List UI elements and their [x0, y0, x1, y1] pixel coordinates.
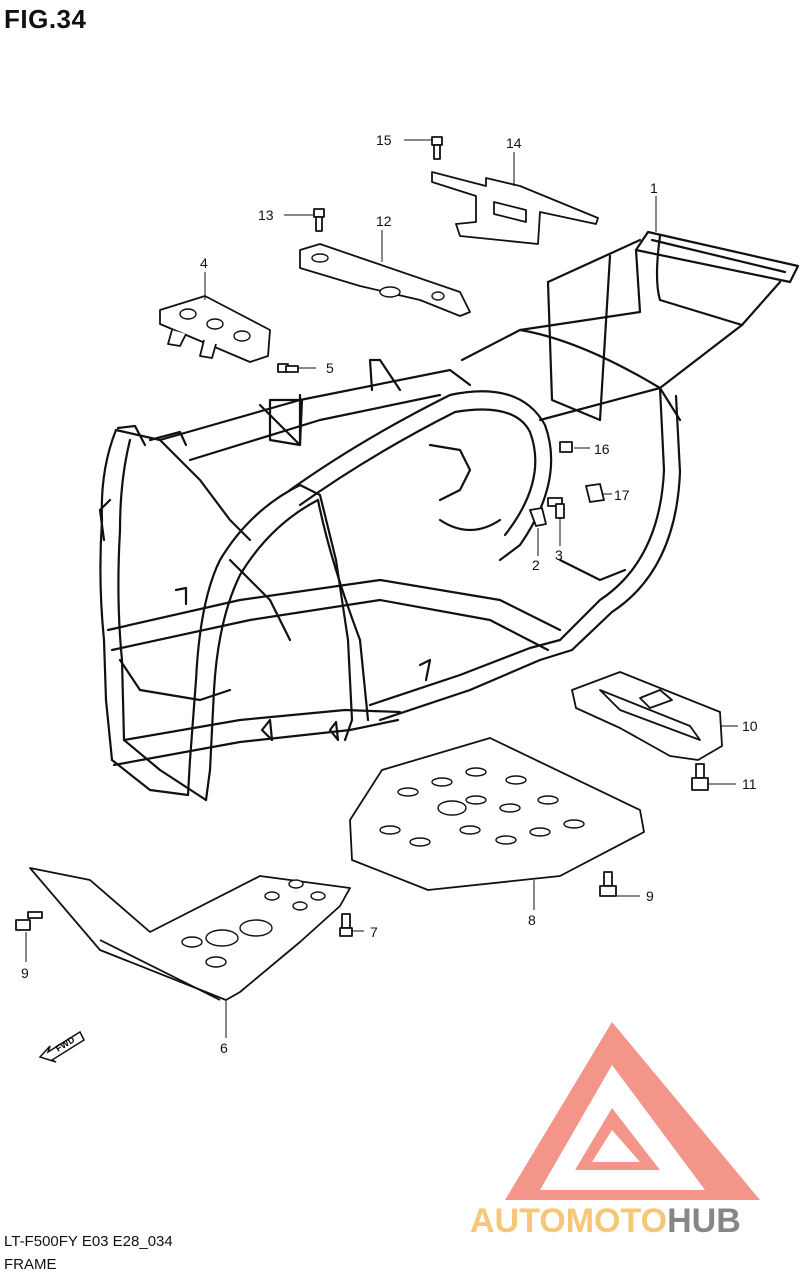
- bracket-part-4: [159, 295, 271, 363]
- callout-11: 11: [742, 776, 757, 792]
- bracket-part-14: [431, 171, 599, 245]
- leader-lines: [25, 139, 738, 1038]
- callout-14: 14: [506, 135, 522, 151]
- callout-17: 17: [614, 487, 630, 503]
- bolt-part-11: [691, 763, 709, 791]
- watermark-logo: AUTOMOTOHUB: [470, 1022, 760, 1240]
- callout-2: 2: [532, 557, 540, 573]
- callout-12: 12: [376, 213, 392, 229]
- main-frame: [98, 230, 800, 802]
- skid-plate-part-6: [29, 867, 351, 1001]
- bolt-part-13: [313, 208, 325, 232]
- callout-8: 8: [528, 912, 536, 928]
- skid-plate-part-8: [349, 737, 645, 891]
- clip-part-17: [585, 483, 605, 503]
- clip-part-2: [529, 507, 547, 527]
- svg-text:AUTOMOTOHUB: AUTOMOTOHUB: [470, 1202, 741, 1240]
- callout-13: 13: [258, 207, 274, 223]
- bracket-part-12: [299, 243, 471, 317]
- bolt-part-7: [339, 913, 353, 937]
- skid-plate-part-10: [571, 671, 723, 761]
- bolt-part-5: [277, 363, 299, 373]
- callout-10: 10: [742, 718, 758, 734]
- forward-direction-arrow: FWD: [38, 1030, 85, 1063]
- callout-5: 5: [326, 360, 334, 376]
- clip-part-16: [559, 441, 573, 453]
- diagram-code: LT-F500FY E03 E28_034: [4, 1233, 173, 1250]
- watermark-auto: AUTO: [470, 1202, 566, 1240]
- bolt-part-3: [547, 497, 565, 519]
- callout-labels: 1 2 3 4 5 6 7 8 9 9 10 11 12 13 14 15 16…: [21, 132, 758, 1056]
- callout-1: 1: [650, 180, 658, 196]
- diagram-name: FRAME: [4, 1256, 57, 1273]
- bolt-part-9-left: [15, 911, 43, 931]
- callout-3: 3: [555, 547, 563, 563]
- bolt-part-9-right: [599, 871, 617, 897]
- callout-7: 7: [370, 924, 378, 940]
- callout-6: 6: [220, 1040, 228, 1056]
- watermark-moto: MOTO: [566, 1202, 667, 1240]
- callout-4: 4: [200, 255, 208, 271]
- bolt-part-15: [431, 136, 443, 160]
- callout-16: 16: [594, 441, 610, 457]
- watermark-hub: HUB: [667, 1202, 741, 1240]
- callout-9-right: 9: [646, 888, 654, 904]
- callout-15: 15: [376, 132, 392, 148]
- figure-title: FIG.34: [4, 4, 87, 34]
- callout-9-left: 9: [21, 965, 29, 981]
